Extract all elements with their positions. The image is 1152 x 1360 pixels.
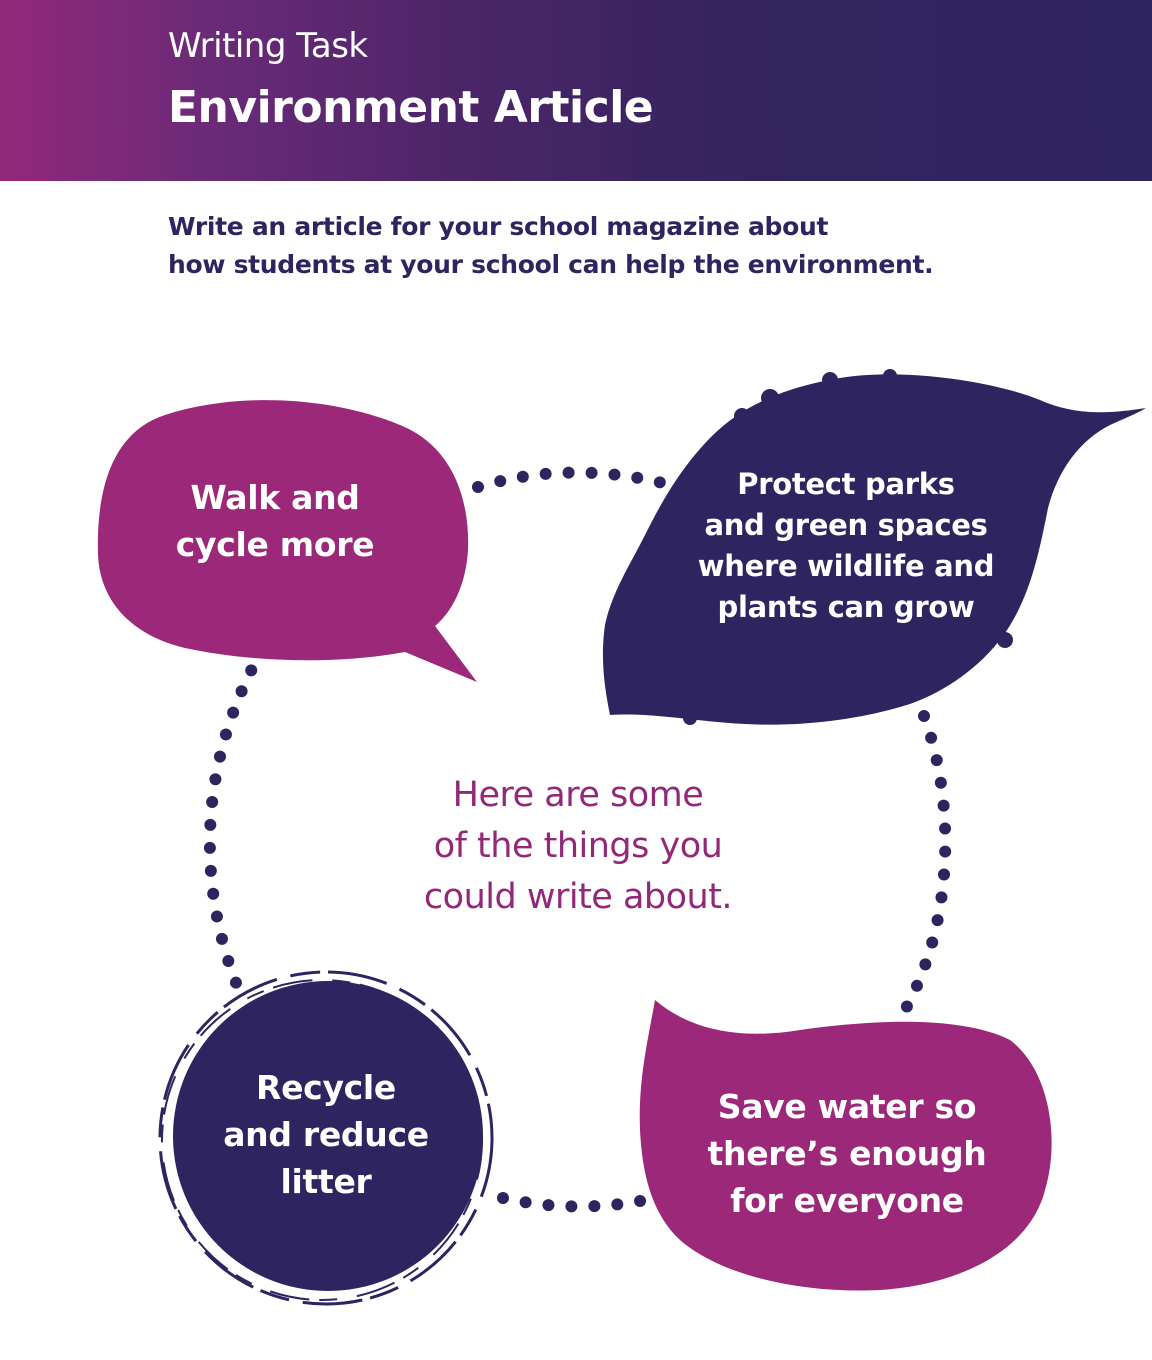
idea-line: plants can grow (717, 590, 975, 624)
water-drop-shape (639, 1000, 1052, 1291)
circle-shape (158, 970, 494, 1306)
idea-recycle: Recycle and reduce litter (186, 1064, 466, 1205)
connector-right (899, 710, 952, 1016)
instruction-line: Write an article for your school magazin… (168, 212, 829, 241)
task-kicker: Writing Task (168, 26, 368, 66)
center-line: Here are some (452, 775, 704, 815)
idea-line: Recycle (255, 1068, 397, 1107)
instruction-line: how students at your school can help the… (168, 250, 934, 279)
idea-line: litter (280, 1162, 372, 1201)
connector-top (472, 466, 684, 493)
center-prompt: Here are some of the things you could wr… (378, 770, 778, 923)
idea-line: where wildlife and (697, 549, 995, 583)
header-banner: Writing Task Environment Article (0, 0, 1152, 181)
idea-walk-cycle: Walk and cycle more (140, 474, 410, 568)
center-line: could write about. (423, 877, 733, 917)
idea-save-water: Save water so there’s enough for everyon… (692, 1083, 1002, 1224)
connector-left (203, 644, 268, 994)
task-instructions: Write an article for your school magazin… (168, 208, 1068, 284)
leaf-shape (602, 374, 1146, 725)
idea-line: for everyone (730, 1181, 964, 1220)
idea-line: and green spaces (704, 508, 988, 542)
idea-line: and reduce (223, 1115, 429, 1154)
speech-bubble-shape (97, 400, 477, 682)
page-title: Environment Article (168, 82, 654, 133)
idea-line: Protect parks (737, 467, 955, 501)
idea-line: Walk and (190, 478, 360, 517)
idea-protect-parks: Protect parks and green spaces where wil… (686, 464, 1006, 628)
idea-line: there’s enough (707, 1134, 987, 1173)
connector-bottom (497, 1192, 661, 1213)
idea-line: Save water so (717, 1087, 977, 1126)
center-line: of the things you (433, 826, 723, 866)
idea-line: cycle more (175, 525, 375, 564)
